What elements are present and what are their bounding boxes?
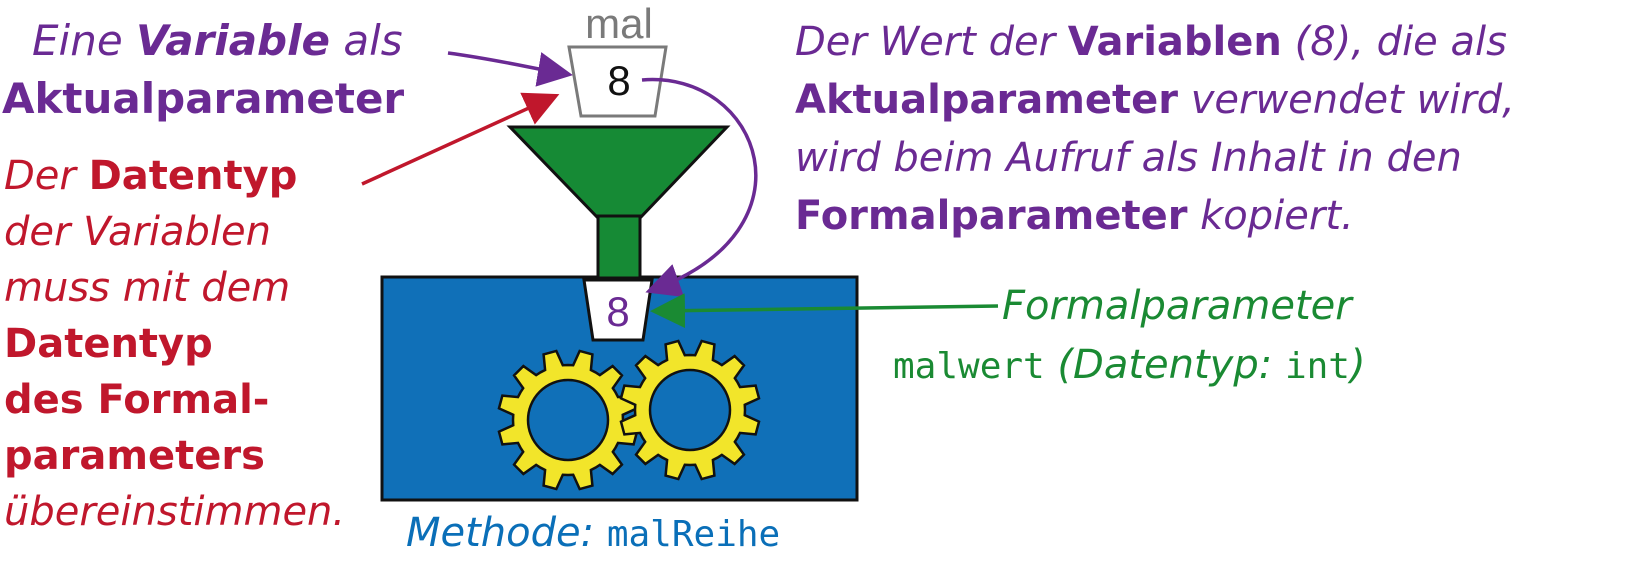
svg-text:Formalparameter: Formalparameter: [1002, 283, 1354, 329]
note-variable-line2: Aktualparameter: [2, 74, 404, 123]
note-value: Der Wert der Variablen (8), die als Aktu…: [795, 19, 1515, 239]
svg-text:Eine Variable als: Eine Variable als: [32, 16, 403, 65]
actual-parameter-cup: mal 8: [567, 0, 668, 118]
arrow-datatype: [361, 92, 560, 186]
svg-text:des Formal-: des Formal-: [4, 377, 269, 423]
note-method: Methode: malReihe: [406, 510, 780, 556]
svg-text:Der Datentyp: Der Datentyp: [4, 153, 297, 199]
formal-parameter-cup: 8: [582, 278, 654, 342]
gear-right-icon: [619, 339, 761, 481]
svg-text:Aktualparameter verwendet wird: Aktualparameter verwendet wird,: [795, 77, 1515, 123]
svg-text:wird beim Aufruf als Inhalt in: wird beim Aufruf als Inhalt in den: [795, 135, 1462, 181]
svg-text:Formalparameter kopiert.: Formalparameter kopiert.: [795, 193, 1354, 239]
svg-text:muss mit dem: muss mit dem: [4, 265, 290, 311]
note-formal: Formalparameter malwert (Datentyp: int): [893, 283, 1366, 388]
actual-value: 8: [607, 57, 630, 104]
svg-text:parameters: parameters: [4, 433, 265, 479]
svg-text:der Variablen: der Variablen: [4, 209, 271, 255]
note-variable: Eine Variable als Aktualparameter: [2, 16, 404, 123]
note-datatype: Der Datentyp der Variablen muss mit dem …: [4, 153, 345, 535]
arrow-formal-parameter: [650, 293, 999, 329]
gear-left-icon: [497, 349, 639, 491]
svg-text:malwert (Datentyp: int): malwert (Datentyp: int): [893, 342, 1366, 388]
arrow-variable-to-cup: [447, 51, 573, 87]
formal-value: 8: [606, 288, 629, 335]
svg-text:Der Wert der Variablen (8), di: Der Wert der Variablen (8), die als: [795, 19, 1507, 65]
svg-text:Datentyp: Datentyp: [4, 321, 213, 367]
svg-text:Methode: malReihe: Methode: malReihe: [406, 510, 780, 556]
gears-icon: [497, 339, 761, 491]
arrow-copy-value: [641, 77, 758, 298]
svg-text:übereinstimmen.: übereinstimmen.: [4, 489, 345, 535]
actual-cup-label: mal: [585, 0, 653, 47]
funnel-icon: [506, 125, 731, 280]
